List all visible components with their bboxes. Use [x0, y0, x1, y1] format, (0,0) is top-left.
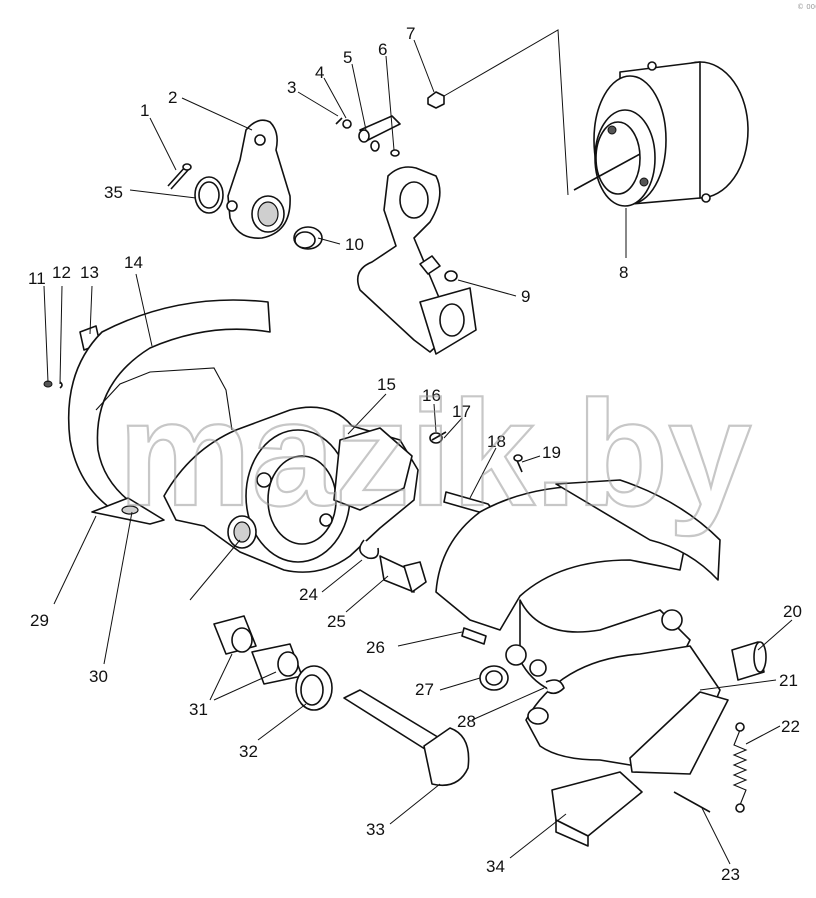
watermark-text: mazik.by — [118, 369, 752, 537]
callout-20: 20 — [783, 602, 802, 621]
callout-23: 23 — [721, 865, 740, 884]
part-20-roller — [731, 641, 767, 681]
callout-21: 21 — [779, 671, 798, 690]
part-26-stud — [461, 627, 487, 645]
part-25-bolt — [379, 555, 427, 593]
callout-29: 29 — [30, 611, 49, 630]
callout-22: 22 — [781, 717, 800, 736]
callout-28: 28 — [457, 712, 476, 731]
callout-31: 31 — [189, 700, 208, 719]
callout-8: 8 — [619, 263, 628, 282]
corner-mark: © 000 — [797, 3, 816, 11]
callout-35: 35 — [104, 183, 123, 202]
lower-brake-shoe — [525, 645, 729, 775]
callout-26: 26 — [366, 638, 385, 657]
callout-14: 14 — [124, 253, 143, 272]
callout-7: 7 — [406, 24, 415, 43]
part-27-roller — [479, 665, 509, 691]
leader-lines — [43, 39, 793, 865]
callout-33: 33 — [366, 820, 385, 839]
part-34-lining-block — [551, 771, 643, 847]
callout-4: 4 — [315, 63, 324, 82]
callout-15: 15 — [377, 375, 396, 394]
parts-16-17-bolt — [429, 431, 447, 444]
pushrod-leader — [443, 29, 569, 196]
part-10-bushing — [293, 226, 323, 250]
callout-27: 27 — [415, 680, 434, 699]
callout-5: 5 — [343, 48, 352, 67]
part-31-bushings — [213, 615, 303, 685]
callout-13: 13 — [80, 263, 99, 282]
callout-34: 34 — [486, 857, 505, 876]
part-28-clip — [545, 679, 565, 695]
part-19-small-pin — [513, 454, 523, 473]
part-23-shoe-pin — [673, 791, 711, 813]
part-9-chamber-bracket — [356, 166, 477, 355]
part-32-washer — [295, 665, 333, 711]
callout-16: 16 — [422, 386, 441, 405]
part-35-ring — [194, 176, 224, 214]
callout-30: 30 — [89, 667, 108, 686]
part-24-snap-ring — [359, 539, 380, 560]
callout-18: 18 — [487, 432, 506, 451]
callout-25: 25 — [327, 612, 346, 631]
callout-11: 11 — [28, 269, 46, 288]
parts-3-6-clevis-set — [335, 115, 401, 157]
callout-24: 24 — [299, 585, 318, 604]
callout-1: 1 — [140, 101, 149, 120]
callout-19: 19 — [542, 443, 561, 462]
part-1-split-pin — [167, 163, 192, 190]
part-15-carrier — [163, 406, 419, 573]
callout-9: 9 — [521, 287, 530, 306]
callout-32: 32 — [239, 742, 258, 761]
part-8-brake-chamber — [573, 61, 749, 207]
callout-17: 17 — [452, 402, 471, 421]
callout-3: 3 — [287, 78, 296, 97]
callout-labels: 1 2 3 4 5 6 7 8 9 10 11 12 13 14 15 16 1… — [28, 24, 802, 884]
callout-6: 6 — [378, 40, 387, 59]
part-2-slack-adjuster — [226, 119, 291, 239]
callout-12: 12 — [52, 263, 71, 282]
callout-2: 2 — [168, 88, 177, 107]
callout-10: 10 — [345, 235, 364, 254]
part-33-s-cam-shaft — [343, 689, 470, 787]
part-22-return-spring — [732, 722, 748, 813]
part-7-nut — [427, 91, 445, 109]
